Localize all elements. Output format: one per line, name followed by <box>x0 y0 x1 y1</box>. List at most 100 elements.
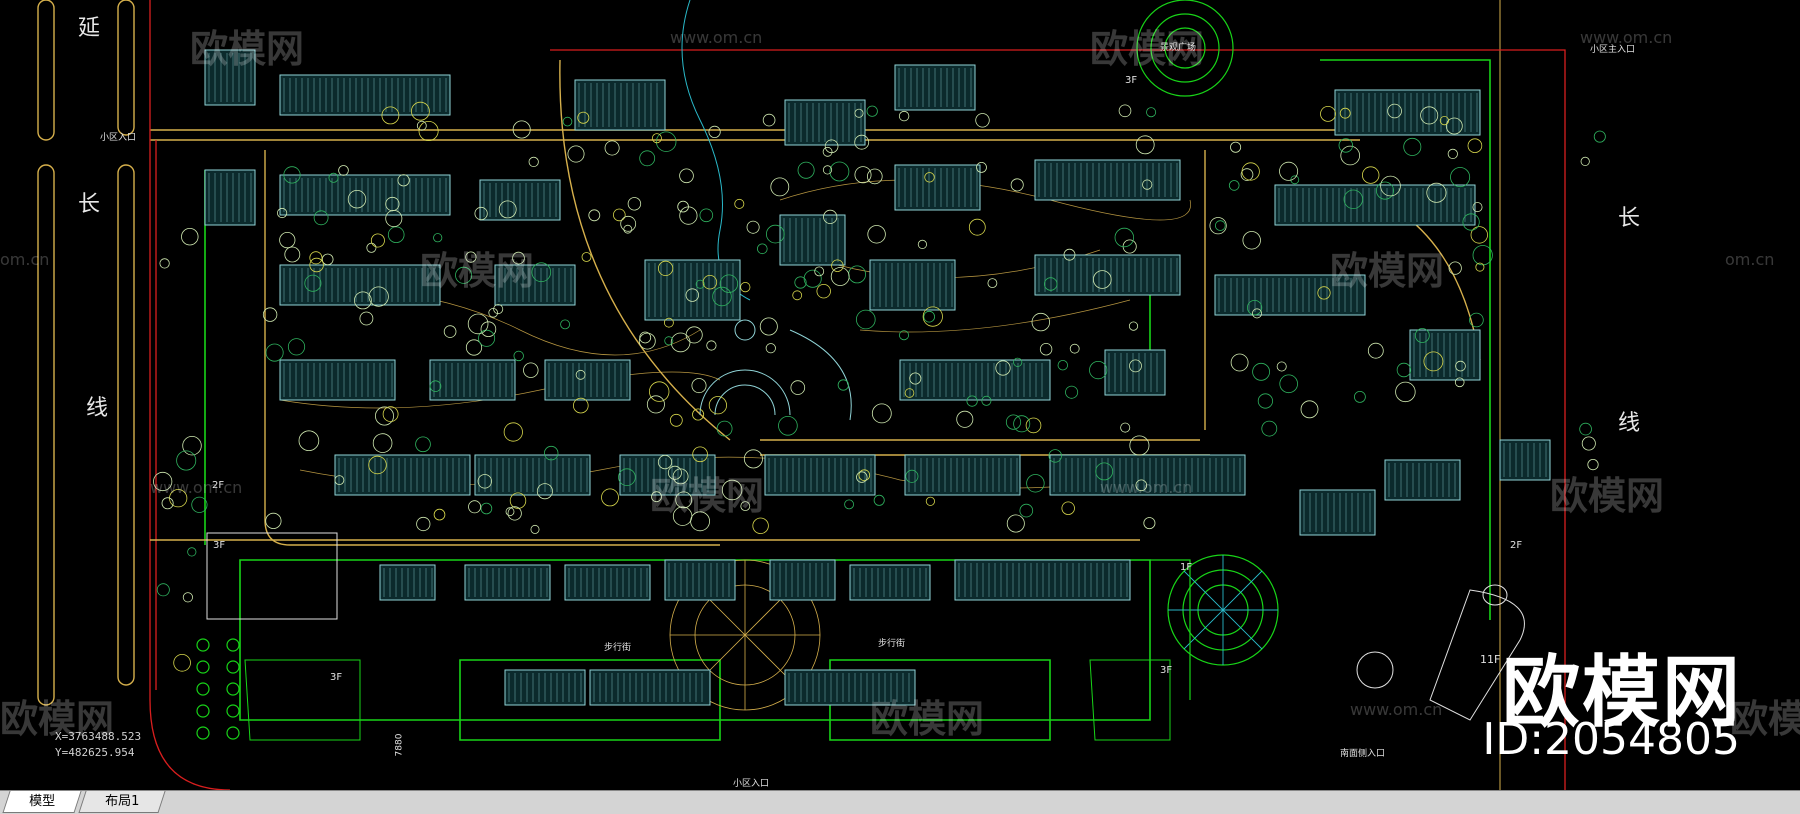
tree-symbol <box>692 408 705 421</box>
watermark-url: www.om.cn <box>670 28 763 47</box>
road-name-char: 线 <box>1618 411 1641 436</box>
tree-symbol <box>416 120 427 131</box>
tree-symbol <box>498 200 517 219</box>
building-footprint <box>769 559 836 601</box>
tree-symbol <box>536 483 553 500</box>
tree-symbol <box>1454 377 1465 388</box>
tree-symbol <box>1093 270 1112 289</box>
label-plaza: 景观广场 <box>1160 43 1197 53</box>
tree-symbol <box>1367 342 1384 359</box>
tree-symbol <box>1587 458 1599 471</box>
layout-tab-bar: 模型 布局1 <box>0 790 1800 814</box>
building-footprint <box>279 264 441 306</box>
building-footprint <box>1299 489 1376 536</box>
tree-symbol <box>925 496 936 506</box>
watermark-url: www.om.cn <box>1350 700 1443 719</box>
tree-symbol <box>1276 361 1287 372</box>
tree-symbol <box>1069 343 1080 354</box>
tree-symbol <box>480 321 497 338</box>
tree-symbol <box>1439 116 1450 126</box>
tree-symbol <box>1469 312 1484 328</box>
tree-symbol <box>1395 381 1416 403</box>
tree-symbol <box>1320 106 1336 122</box>
tree-symbol <box>1128 321 1139 331</box>
road-name-char: 长 <box>78 192 101 217</box>
tree-symbol <box>181 227 199 246</box>
building-footprint <box>954 559 1131 601</box>
tree-symbol <box>1025 417 1042 434</box>
tree-symbol <box>657 260 674 276</box>
tree-symbol <box>161 497 174 510</box>
tree-symbol <box>334 475 345 486</box>
building-footprint <box>429 359 516 401</box>
cad-drawing-canvas[interactable]: 延 长 线 长 线 X=3763488.523 Y=482625.954 小区入… <box>0 0 1800 790</box>
building-footprint <box>589 669 711 706</box>
tree-symbol <box>1039 343 1053 356</box>
tree-symbol <box>1317 286 1331 300</box>
tree-symbol <box>1420 106 1439 125</box>
tree-symbol <box>1230 141 1242 153</box>
watermark-url: www.om.cn <box>1580 28 1673 47</box>
tree-symbol <box>156 583 170 597</box>
tree-symbol <box>429 380 442 393</box>
tree-symbol <box>1396 362 1412 378</box>
site-plan-drawing <box>37 0 1606 790</box>
watermark-url: om.cn <box>0 250 50 269</box>
tree-symbol <box>328 172 339 183</box>
tree-symbol <box>685 326 703 344</box>
tree-symbol <box>575 369 586 380</box>
tree-symbol <box>226 660 240 674</box>
tree-symbol <box>513 350 524 362</box>
tree-symbol <box>829 161 850 182</box>
tree-symbol <box>182 592 193 603</box>
building-footprint <box>1034 159 1181 201</box>
tree-symbol <box>309 251 323 265</box>
tree-symbol <box>664 317 674 328</box>
tree-symbol <box>639 150 656 167</box>
watermark-url: www.om.cn <box>150 478 243 497</box>
tree-symbol <box>692 446 708 463</box>
road-name-char: 延 <box>78 16 101 41</box>
tree-symbol <box>368 455 387 475</box>
tree-symbol <box>226 682 240 696</box>
tree-symbol <box>620 215 637 232</box>
tree-symbol <box>1387 103 1402 119</box>
tree-symbol <box>1380 175 1401 197</box>
tree-symbol <box>854 134 870 150</box>
tree-symbol <box>507 506 522 521</box>
tree-symbol <box>309 257 324 273</box>
tree-symbol <box>1448 261 1462 275</box>
tree-symbol <box>410 101 430 121</box>
tab-layout1[interactable]: 布局1 <box>78 791 166 813</box>
tree-symbol <box>279 232 296 249</box>
tree-symbol <box>1261 420 1278 437</box>
tree-symbol <box>159 258 170 269</box>
brand-logo-text: 欧模网 <box>1501 648 1742 738</box>
tree-symbol <box>814 266 825 277</box>
tab-model[interactable]: 模型 <box>2 791 82 813</box>
tree-symbol <box>1143 517 1156 530</box>
tree-symbol <box>823 209 838 224</box>
tree-symbol <box>1403 137 1422 156</box>
model-id: ID:2054805 <box>1482 714 1740 765</box>
tree-symbol <box>530 524 540 534</box>
tree-symbol <box>1209 217 1227 235</box>
label-floors: 2F <box>212 480 225 491</box>
tree-symbol <box>1013 357 1023 367</box>
tree-symbol <box>488 307 499 318</box>
tree-symbol <box>830 267 850 286</box>
tree-symbol <box>740 501 751 512</box>
building-footprint <box>544 359 631 401</box>
tree-symbol <box>283 166 301 184</box>
tree-symbol <box>480 502 493 515</box>
tree-symbol <box>716 420 733 437</box>
watermark-brand: 欧模网 <box>650 474 765 518</box>
tree-symbol <box>1475 262 1485 272</box>
tree-symbol <box>467 313 489 335</box>
building-footprint <box>379 564 436 601</box>
tree-symbol <box>1445 117 1463 135</box>
tree-symbol <box>1593 130 1606 143</box>
tree-symbol <box>917 239 928 249</box>
building-footprint <box>1334 89 1481 136</box>
tree-symbol <box>1146 107 1157 118</box>
